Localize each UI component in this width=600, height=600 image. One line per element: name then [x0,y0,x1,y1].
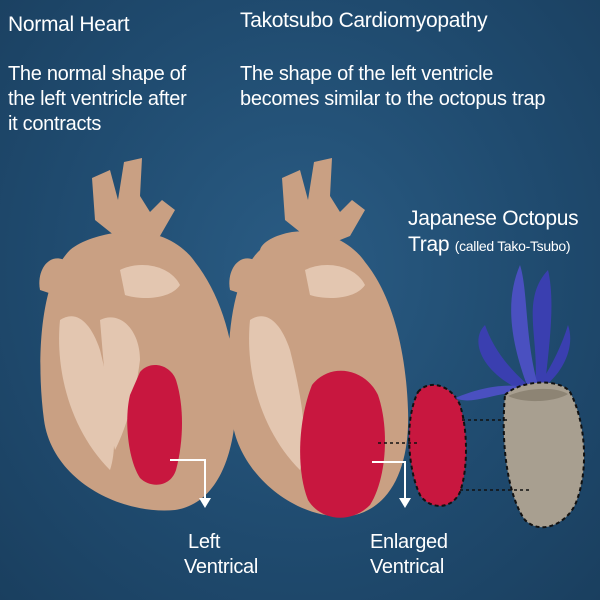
tentacle [532,270,552,385]
normal-heart-title-text: Normal Heart [8,13,130,36]
takotsubo-heart [228,158,409,518]
tako-heart-atrium [305,265,365,298]
normal-heart-septum-light [100,317,140,450]
trap-title-line2: Trap (called Tako-Tsubo) [408,232,598,258]
tako-heart-right-chamber [249,316,305,470]
enlarged-ventricle-pointer [372,461,411,508]
trap-title-line: Japanese Octopus [408,207,579,230]
takotsubo-title-text: Takotsubo Cardiomyopathy [240,9,488,32]
octopus-trap-pot [502,381,585,529]
trap-title-note: (called Tako-Tsubo) [454,238,571,255]
tako-desc-line: The shape of the left ventricle [240,63,494,85]
enlarged-ventricle-label: Enlarged Ventrical [370,530,448,580]
label-line: Ventrical [370,556,445,578]
tentacle [478,325,528,390]
tentacle [455,385,520,401]
takotsubo-description: The shape of the left ventricle becomes … [240,62,600,112]
normal-desc-line: the left ventricle after [8,88,187,110]
tako-heart-aorta [282,158,365,248]
tentacle [511,265,538,388]
isolated-ventricle-shape [408,383,467,507]
label-line: Left [188,531,221,553]
left-ventricle-pointer [170,459,211,508]
normal-heart-right-chamber [59,316,115,470]
tako-heart-enlarged-ventricle [300,370,385,518]
normal-heart-title: Normal Heart [8,12,130,38]
normal-heart-atrium [120,265,180,298]
octopus-trap [455,265,585,529]
normal-heart-aorta [92,158,175,248]
label-line: Ventrical [184,556,259,578]
normal-desc-line: The normal shape of [8,63,186,85]
normal-heart-pulmonary [39,258,70,300]
octopus-trap-title: Japanese Octopus Trap (called Tako-Tsubo… [408,206,598,259]
normal-desc-line: it contracts [8,113,102,135]
label-line: Enlarged [370,531,448,553]
left-ventricle-label: Left Ventrical [184,530,258,580]
normal-heart-description: The normal shape of the left ventricle a… [8,62,198,137]
octopus-trap-rim [508,388,568,402]
normal-heart [39,158,236,511]
tako-desc-line: becomes similar to the octopus trap [240,88,546,110]
takotsubo-title: Takotsubo Cardiomyopathy [240,8,488,34]
tentacle [540,325,571,386]
trap-title-word: Trap [408,233,450,257]
tako-heart-pulmonary [229,258,260,300]
normal-heart-left-ventricle [127,365,182,485]
